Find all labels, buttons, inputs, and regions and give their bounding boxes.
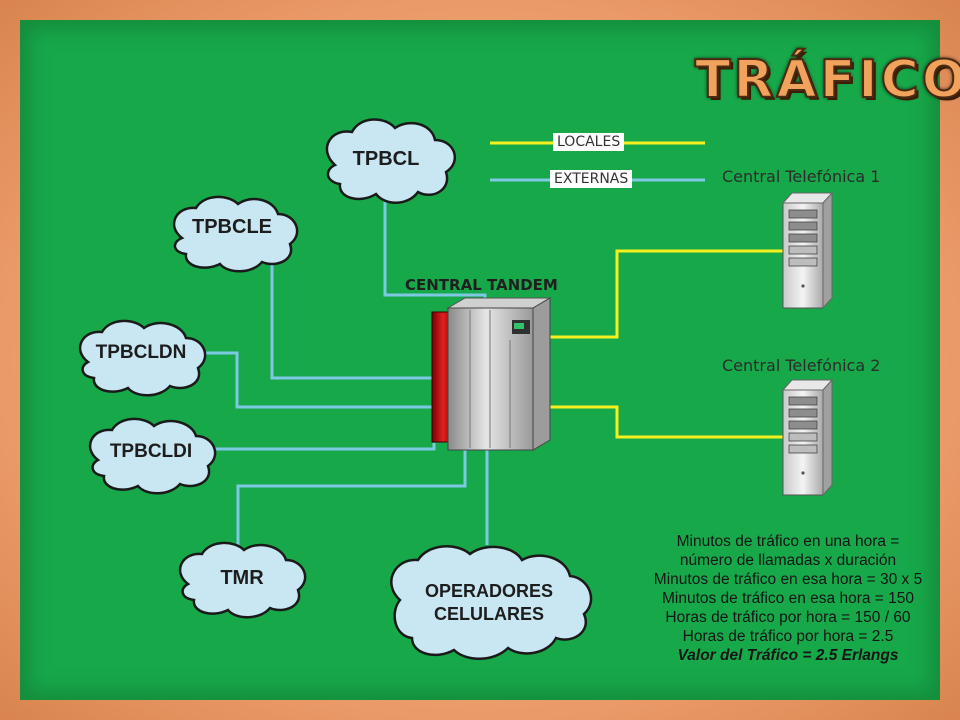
cloud-tmr [178, 541, 307, 619]
central-2-label: Central Telefónica 2 [722, 356, 881, 375]
cloud-label-operadores-line1: OPERADORES [424, 581, 554, 601]
central-2-server-icon [781, 378, 834, 497]
link-central-1 [545, 249, 785, 339]
cloud-label-tmr: TMR [220, 567, 264, 589]
slide-title: TRÁFICO [694, 49, 960, 111]
central-tandem-icon [431, 297, 552, 451]
legend-local-label: LOCALES [553, 133, 625, 151]
legend-external-label: EXTERNAS [550, 170, 633, 188]
link-tpbcle [270, 255, 445, 380]
traffic-formula: Minutos de tráfico en una hora = número … [620, 532, 956, 665]
cloud-label-tpbcle: TPBCLE [192, 216, 272, 238]
cloud-label-tpbcl: TPBCL [352, 148, 420, 170]
cloud-tpbcldi [88, 417, 217, 495]
cloud-operadores [390, 545, 593, 660]
cloud-label-operadores-line2: CELULARES [433, 604, 544, 624]
cloud-tpbcldn [78, 319, 207, 397]
local-connections [545, 249, 785, 439]
central-1-server-icon [781, 191, 834, 310]
central-1-label: Central Telefónica 1 [722, 167, 881, 186]
link-tpbcldi [205, 443, 436, 451]
link-tpbcldn [205, 351, 445, 409]
link-central-2 [545, 405, 785, 439]
cloud-label-tpbcldn: TPBCLDN [95, 342, 187, 363]
formula-line: Minutos de tráfico en una hora = [676, 533, 900, 550]
external-connections [205, 196, 489, 555]
formula-line: Horas de tráfico por hora = 150 / 60 [665, 609, 911, 626]
cloud-tpbcl [325, 118, 457, 204]
formula-line: Horas de tráfico por hora = 2.5 [682, 628, 894, 645]
link-tmr [236, 450, 467, 555]
cloud-label-operadores: OPERADORES CELULARES [404, 580, 574, 626]
central-tandem-label: CENTRAL TANDEM [405, 276, 558, 294]
formula-result: Valor del Tráfico = 2.5 Erlangs [677, 647, 899, 664]
formula-line: número de llamadas x duración [679, 552, 897, 569]
formula-line: Minutos de tráfico en esa hora = 150 [661, 590, 915, 607]
cloud-label-tpbcldi: TPBCLDI [109, 441, 193, 462]
formula-line: Minutos de tráfico en esa hora = 30 x 5 [653, 571, 923, 588]
cloud-tpbcle [172, 195, 299, 273]
clouds [78, 118, 593, 660]
